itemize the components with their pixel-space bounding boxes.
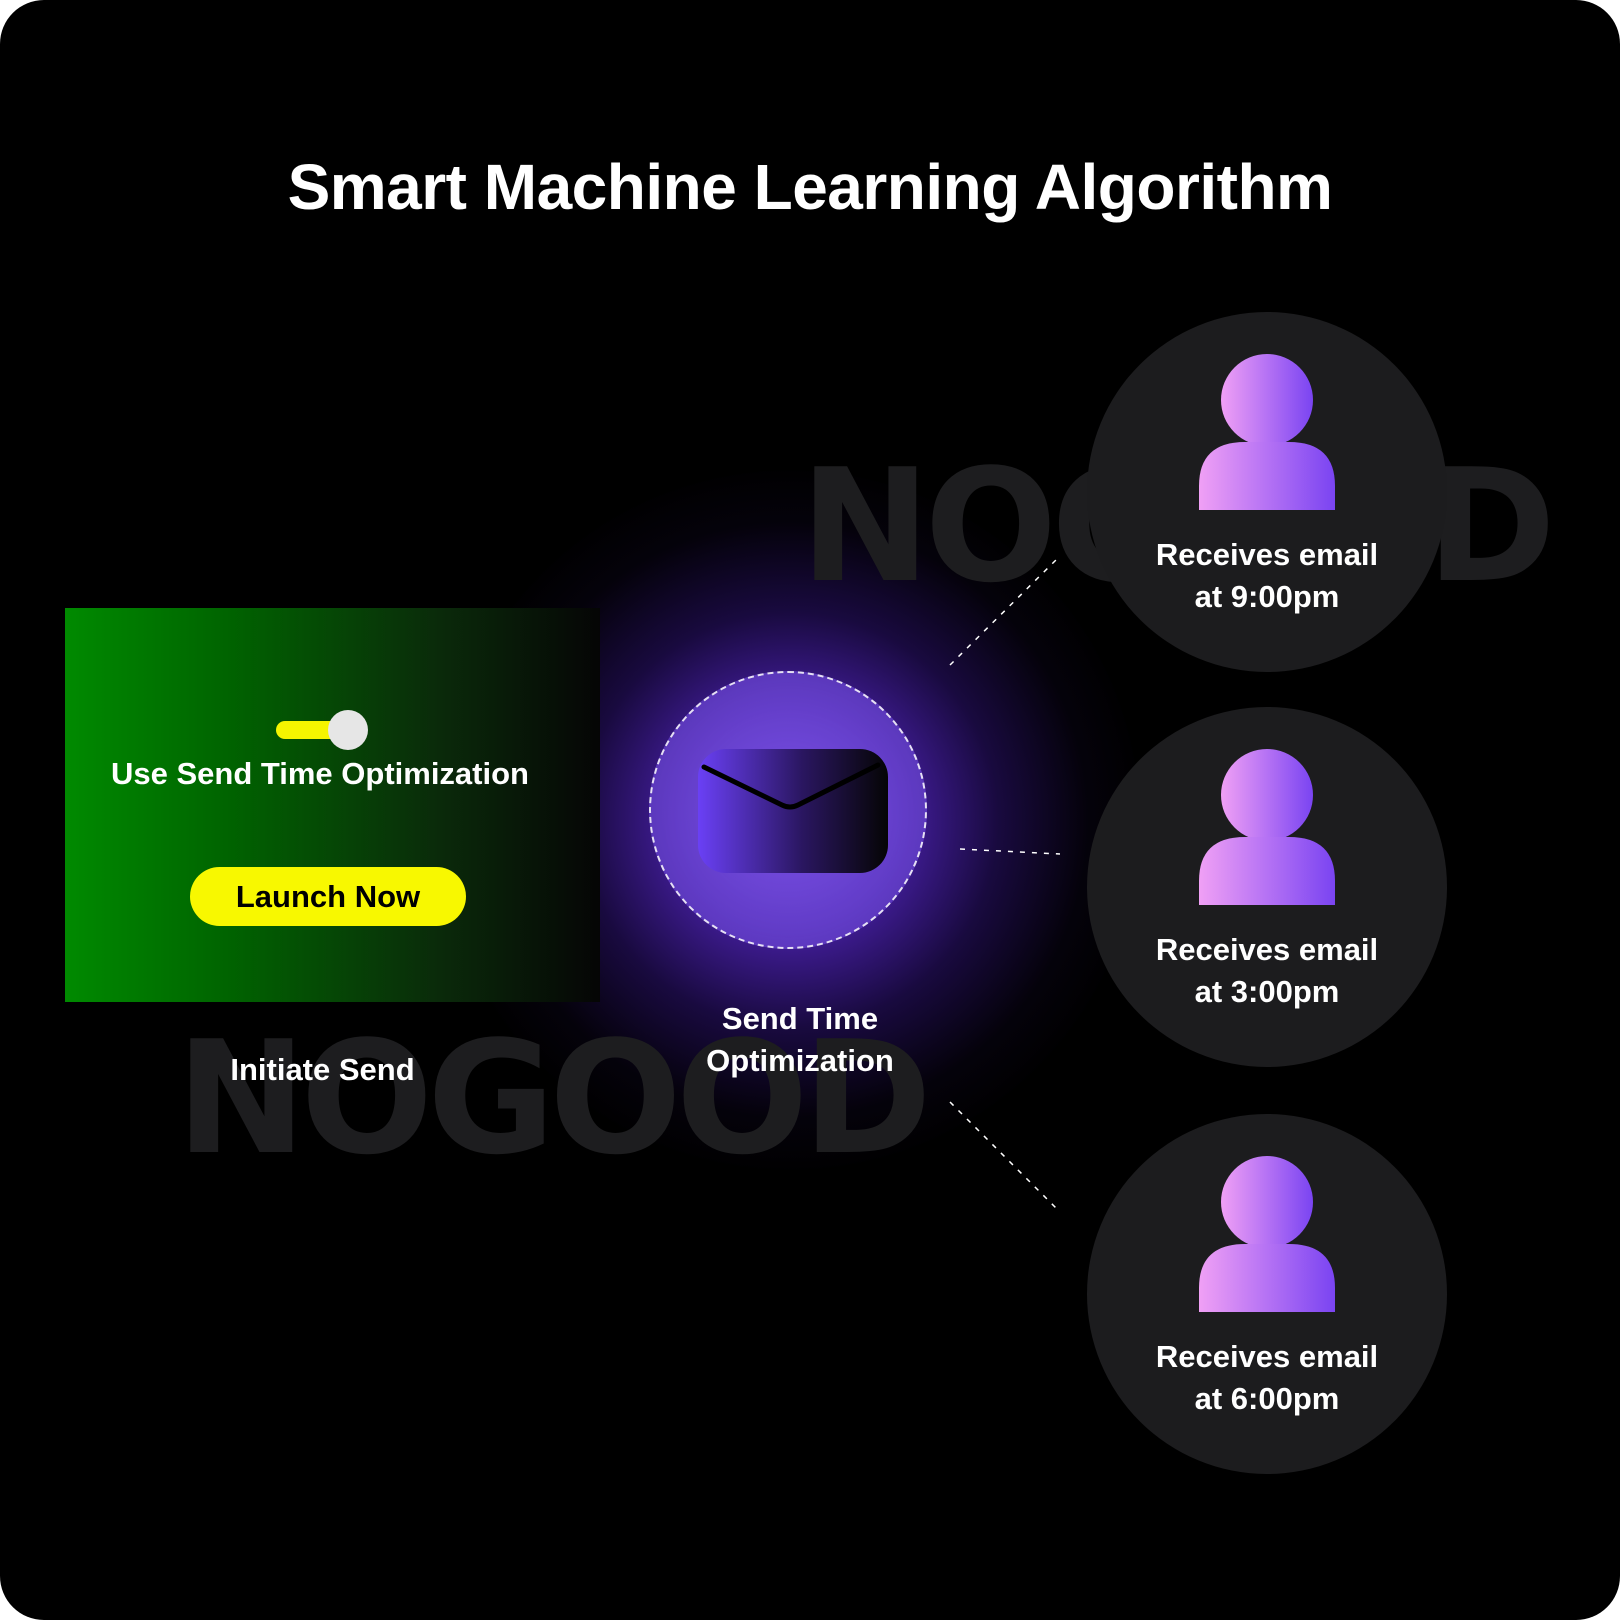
recipient-label-line2: at 6:00pm <box>1194 1381 1340 1416</box>
recipient-label: Receives email at 9:00pm <box>1087 534 1447 618</box>
recipient-label-line1: Receives email <box>1155 537 1379 572</box>
recipient-6pm: Receives email at 6:00pm <box>1087 1114 1447 1474</box>
center-label-line1: Send Time <box>721 1001 879 1036</box>
recipient-label-line1: Receives email <box>1155 1339 1379 1374</box>
page-title: Smart Machine Learning Algorithm <box>287 151 1333 223</box>
watermark-bottom: NOGOOD <box>176 1007 932 1189</box>
recipient-label-line1: Receives email <box>1155 932 1379 967</box>
recipient-label: Receives email at 6:00pm <box>1087 1336 1447 1420</box>
initiate-send-caption: Initiate Send <box>230 1052 415 1087</box>
envelope-icon <box>698 749 888 873</box>
settings-card <box>65 608 600 1002</box>
recipient-3pm: Receives email at 3:00pm <box>1087 707 1447 1067</box>
launch-now-button[interactable]: Launch Now <box>190 867 466 926</box>
center-label-line2: Optimization <box>706 1043 894 1078</box>
toggle-label: Use Send Time Optimization <box>110 756 529 791</box>
user-icon <box>1199 1156 1335 1312</box>
send-time-optimization-label: Send Time Optimization <box>640 998 960 1082</box>
recipient-label: Receives email at 3:00pm <box>1087 929 1447 1013</box>
toggle-knob <box>328 710 368 750</box>
send-time-toggle[interactable] <box>276 710 372 750</box>
recipient-9pm: Receives email at 9:00pm <box>1087 312 1447 672</box>
recipient-label-line2: at 9:00pm <box>1194 579 1340 614</box>
recipient-label-line2: at 3:00pm <box>1194 974 1340 1009</box>
user-icon <box>1199 354 1335 510</box>
user-icon <box>1199 749 1335 905</box>
